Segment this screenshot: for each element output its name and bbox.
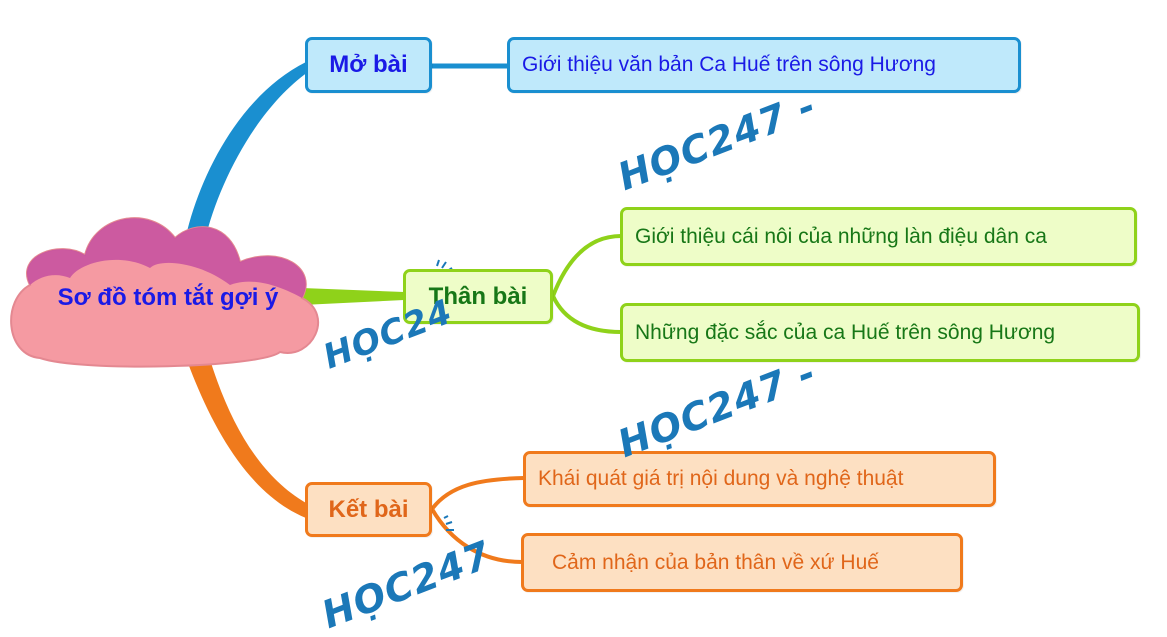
connector-ket-bai-leaf-1 (430, 476, 525, 511)
connector-ket-bai (185, 353, 306, 518)
leaf-mo-bai-1[interactable]: Giới thiệu văn bản Ca Huế trên sông Hươn… (507, 37, 1021, 93)
connector-mo-bai (186, 62, 308, 240)
connector-lines (10, 62, 622, 564)
leaf-ket-bai-1[interactable]: Khái quát giá trị nội dung và nghệ thuật (523, 451, 996, 507)
branch-ket-bai[interactable]: Kết bài (305, 482, 432, 537)
leaf-than-bai-1[interactable]: Giới thiệu cái nôi của những làn điệu dâ… (620, 207, 1137, 266)
connector-than-bai-leaf-2 (551, 295, 622, 334)
connector-than-bai-leaf-1 (551, 234, 622, 297)
mind-map: Sơ đồ tóm tắt gợi ý Mở bài Giới thiệu vă… (10, 37, 1140, 637)
connector-than-bai (302, 288, 404, 305)
leaf-ket-bai-2[interactable]: Cảm nhận của bản thân về xứ Huế (521, 533, 963, 592)
branch-mo-bai[interactable]: Mở bài (305, 37, 432, 93)
branch-than-bai[interactable]: Thân bài (403, 269, 553, 324)
cloud-shape (10, 217, 320, 368)
leaf-than-bai-2[interactable]: Những đặc sắc của ca Huế trên sông Hương (620, 303, 1140, 362)
central-topic[interactable]: Sơ đồ tóm tắt gợi ý (57, 284, 279, 311)
connector-ket-bai-leaf-2 (430, 507, 523, 564)
